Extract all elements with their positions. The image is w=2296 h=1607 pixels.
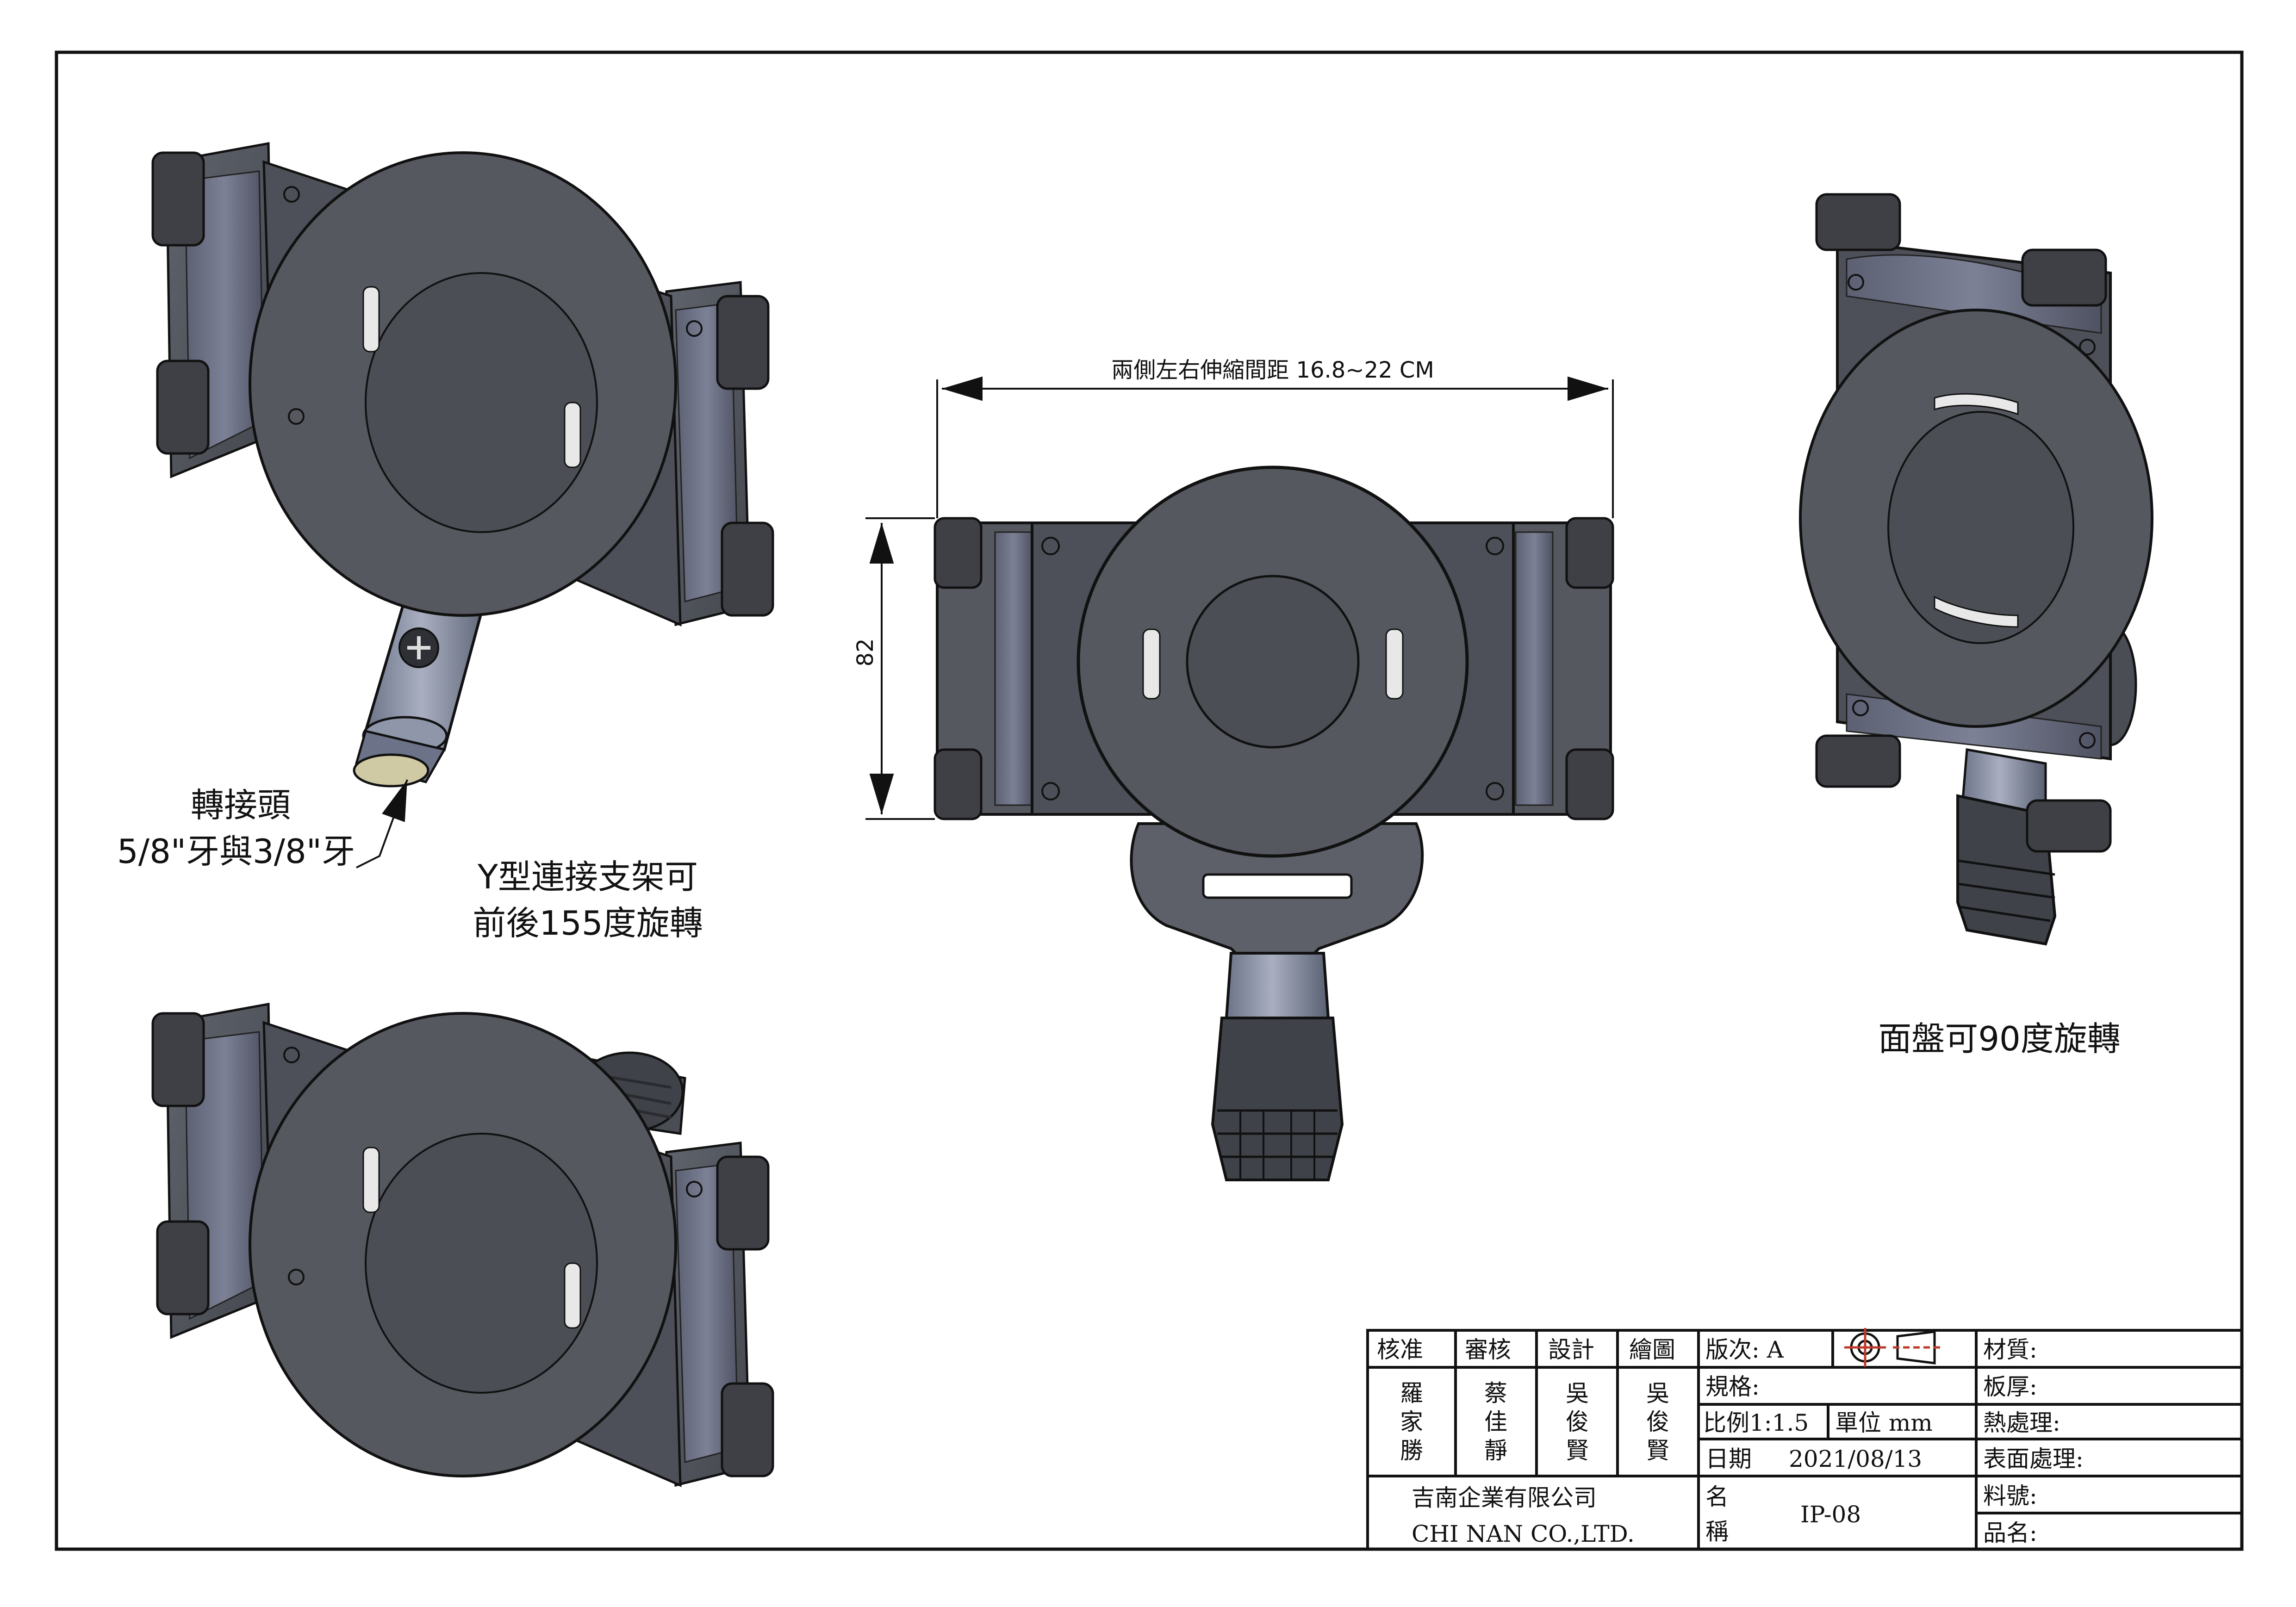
part-name-value: IP-08 bbox=[1800, 1501, 1861, 1528]
adapter-thread-label: 5/8"牙與3/8"牙 bbox=[117, 832, 355, 871]
projection-symbol bbox=[1844, 1328, 1944, 1367]
bracket-rotation-label-1: Y型連接支架可 bbox=[478, 857, 698, 896]
bracket-rotation-label-2: 前後155度旋轉 bbox=[473, 904, 703, 943]
spec-label: 規格: bbox=[1705, 1373, 1760, 1400]
part-number-label: 料號: bbox=[1983, 1483, 2037, 1509]
name-label-bottom: 稱 bbox=[1705, 1518, 1729, 1545]
scale-value: 比例1:1.5 bbox=[1703, 1409, 1809, 1436]
company-name-zh: 吉南企業有限公司 bbox=[1412, 1484, 1597, 1511]
name-approve: 羅家勝 bbox=[1400, 1380, 1423, 1464]
heat-treatment-label: 熱處理: bbox=[1983, 1409, 2060, 1436]
name-label-top: 名 bbox=[1705, 1483, 1729, 1510]
dimension-height bbox=[865, 517, 935, 820]
dimension-width bbox=[936, 376, 1614, 518]
iso-view-top-left bbox=[153, 143, 773, 788]
unit-value: 單位 mm bbox=[1835, 1409, 1933, 1436]
adapter-title-label: 轉接頭 bbox=[190, 786, 291, 825]
faceplate-rotation-label: 面盤可90度旋轉 bbox=[1878, 1019, 2121, 1058]
name-review: 蔡佳靜 bbox=[1484, 1380, 1507, 1464]
rotated-view-right bbox=[1799, 193, 2153, 946]
header-approve: 核准 bbox=[1377, 1336, 1423, 1363]
company-name-en: CHI NAN CO.,LTD. bbox=[1412, 1520, 1635, 1547]
iso-view-bottom-left bbox=[153, 1004, 773, 1485]
header-review: 審核 bbox=[1465, 1336, 1511, 1363]
front-view-center bbox=[933, 465, 1614, 1181]
adapter-leader-line bbox=[356, 779, 408, 869]
date-value: 2021/08/13 bbox=[1789, 1446, 1923, 1472]
title-block bbox=[1366, 1329, 2243, 1551]
header-design: 設計 bbox=[1548, 1336, 1594, 1363]
product-name-label: 品名: bbox=[1983, 1520, 2037, 1546]
material-label: 材質: bbox=[1983, 1336, 2037, 1363]
sheet-border bbox=[55, 50, 2244, 1551]
thickness-label: 板厚: bbox=[1983, 1373, 2037, 1400]
width-dimension-label: 兩側左右伸縮間距 16.8~22 CM bbox=[1111, 357, 1434, 383]
surface-treatment-label: 表面處理: bbox=[1983, 1446, 2084, 1472]
name-draw: 吳俊賢 bbox=[1646, 1380, 1669, 1464]
name-design: 吳俊賢 bbox=[1566, 1380, 1589, 1464]
header-draw: 繪圖 bbox=[1629, 1336, 1675, 1363]
version-value: 版次: A bbox=[1705, 1336, 1784, 1363]
height-dimension-label: 82 bbox=[852, 638, 878, 667]
date-label: 日期 bbox=[1705, 1446, 1752, 1472]
